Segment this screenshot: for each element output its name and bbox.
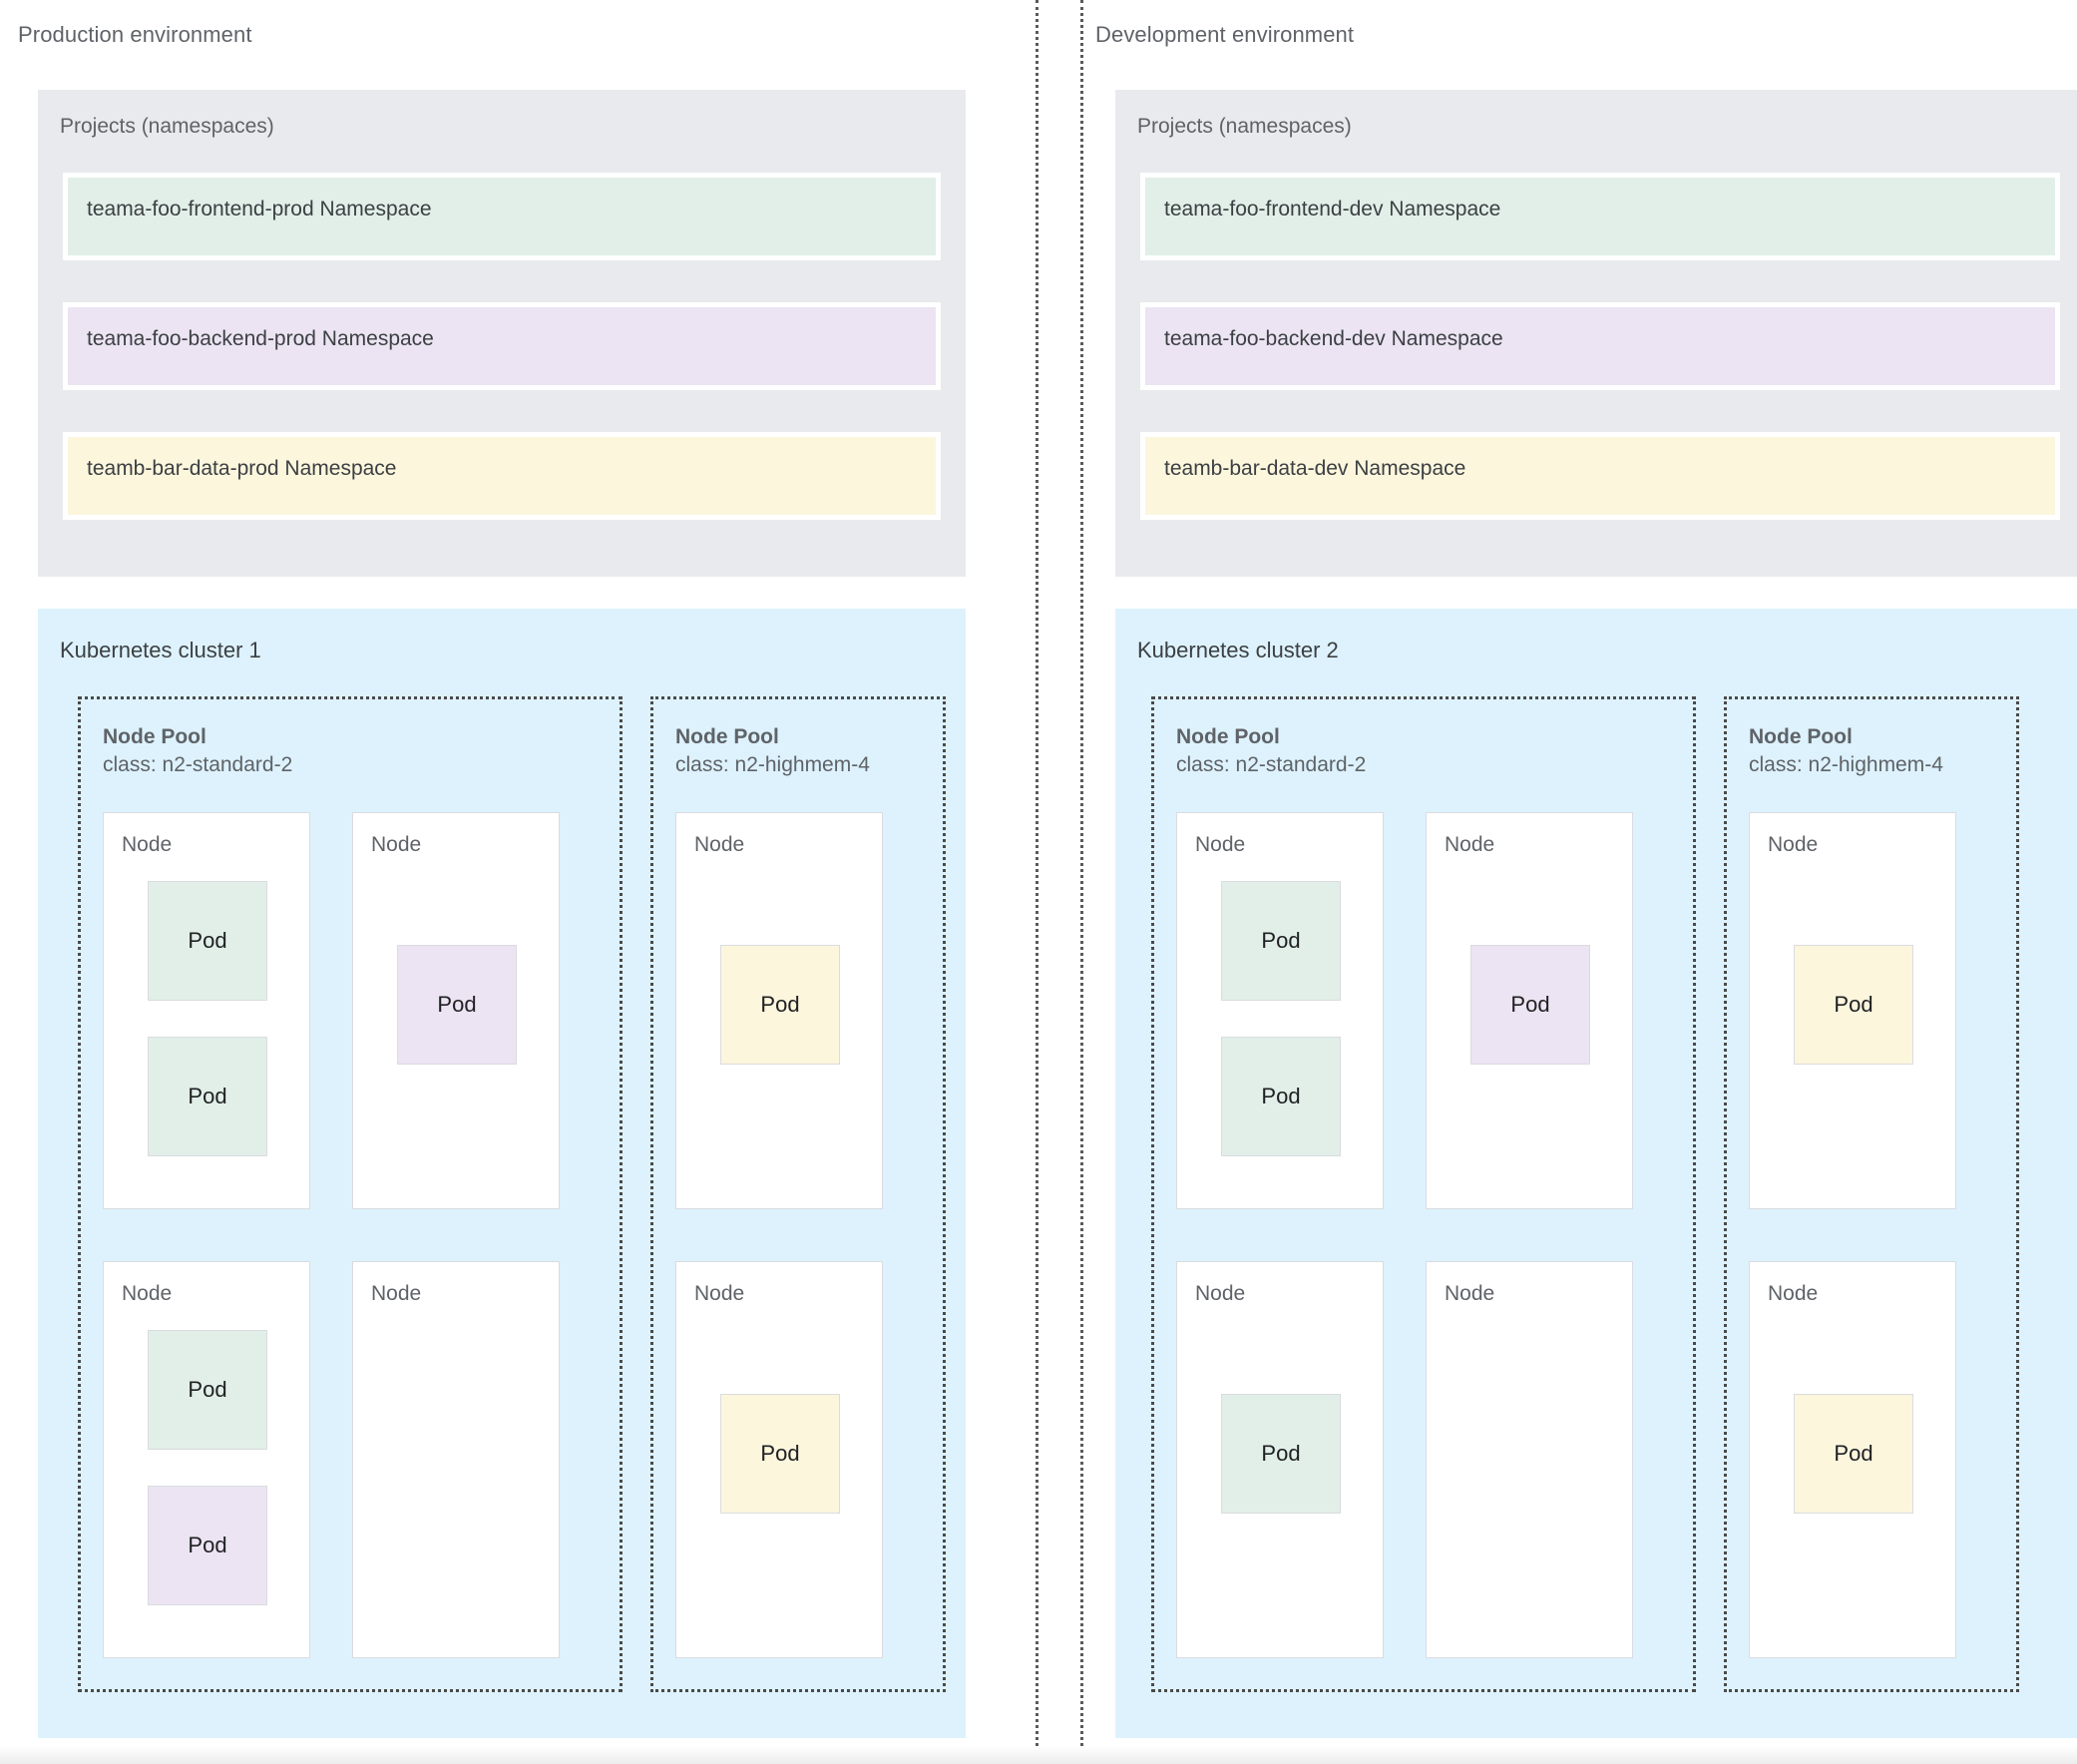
node-label: Node	[694, 1282, 745, 1305]
pod-label: Pod	[1261, 1441, 1301, 1466]
pod[interactable]: Pod	[720, 1394, 840, 1514]
pod-label: Pod	[188, 1533, 227, 1557]
node-pool: Node Pool class: n2-highmem-4 Node Pod N…	[650, 696, 946, 1692]
node-pool-class: class: n2-standard-2	[1176, 752, 1367, 776]
node-pool: Node Pool class: n2-standard-2 Node Pod …	[78, 696, 623, 1692]
pod[interactable]: Pod	[148, 1037, 267, 1156]
pod[interactable]: Pod	[1794, 945, 1913, 1065]
pod[interactable]: Pod	[720, 945, 840, 1065]
node-grid: Node Pod Pod Node Pod Node Pod Pod Nod	[103, 812, 598, 1667]
node[interactable]: Node Pod Pod	[103, 1261, 310, 1658]
node-label: Node	[122, 833, 173, 856]
node-pool-class: class: n2-highmem-4	[1749, 752, 1943, 776]
pod[interactable]: Pod	[397, 945, 517, 1065]
cluster-title: Kubernetes cluster 1	[60, 638, 261, 662]
pod-label: Pod	[1834, 992, 1873, 1017]
node[interactable]: Node	[1426, 1261, 1633, 1658]
node[interactable]: Node	[352, 1261, 560, 1658]
node[interactable]: Node Pod Pod	[103, 812, 310, 1209]
namespace-box[interactable]: teamb-bar-data-prod Namespace	[63, 432, 941, 520]
node-pool-class: class: n2-highmem-4	[675, 752, 870, 776]
node[interactable]: Node Pod Pod	[1176, 812, 1384, 1209]
node[interactable]: Node Pod	[1176, 1261, 1384, 1658]
node-label: Node	[371, 1282, 422, 1305]
namespace-list: teama-foo-frontend-prod Namespace teama-…	[63, 173, 941, 557]
node-pool-name: Node Pool	[1176, 725, 1280, 748]
pod[interactable]: Pod	[148, 1486, 267, 1605]
pod-label: Pod	[1510, 992, 1550, 1017]
namespace-label: teama-foo-backend-dev Namespace	[1164, 327, 1503, 350]
environment-divider-left	[1036, 0, 1038, 1764]
namespace-list: teama-foo-frontend-dev Namespace teama-f…	[1140, 173, 2060, 557]
namespace-box[interactable]: teamb-bar-data-dev Namespace	[1140, 432, 2060, 520]
pod-label: Pod	[188, 1084, 227, 1108]
environment-production: Production environment Projects (namespa…	[0, 0, 1006, 1764]
pod[interactable]: Pod	[1794, 1394, 1913, 1514]
pod-label: Pod	[188, 928, 227, 953]
namespace-label: teama-foo-backend-prod Namespace	[87, 327, 434, 350]
environment-divider-right	[1080, 0, 1083, 1764]
pod-label: Pod	[1261, 928, 1301, 953]
projects-panel-title: Projects (namespaces)	[1137, 115, 1352, 138]
node[interactable]: Node Pod	[1426, 812, 1633, 1209]
node-label: Node	[1445, 833, 1495, 856]
projects-panel-title: Projects (namespaces)	[60, 115, 274, 138]
node-label: Node	[371, 833, 422, 856]
node-pool-name: Node Pool	[103, 725, 207, 748]
node-label: Node	[1768, 1282, 1819, 1305]
node-pool: Node Pool class: n2-standard-2 Node Pod …	[1151, 696, 1696, 1692]
page-bottom-edge	[0, 1746, 2077, 1764]
node[interactable]: Node Pod	[675, 812, 883, 1209]
pod[interactable]: Pod	[1221, 1394, 1341, 1514]
namespace-box[interactable]: teama-foo-backend-prod Namespace	[63, 302, 941, 390]
node-pool-header: Node Pool class: n2-standard-2	[1176, 723, 1366, 778]
pod-label: Pod	[1834, 1441, 1873, 1466]
node[interactable]: Node Pod	[1749, 812, 1956, 1209]
pod[interactable]: Pod	[148, 881, 267, 1001]
pod-label: Pod	[760, 1441, 800, 1466]
pod[interactable]: Pod	[1221, 1037, 1341, 1156]
node-grid: Node Pod Node Pod	[675, 812, 921, 1667]
node-label: Node	[122, 1282, 173, 1305]
node-pool-header: Node Pool class: n2-highmem-4	[675, 723, 870, 778]
pod[interactable]: Pod	[148, 1330, 267, 1450]
node-pool: Node Pool class: n2-highmem-4 Node Pod N…	[1724, 696, 2019, 1692]
pod-label: Pod	[437, 992, 477, 1017]
node-pool-header: Node Pool class: n2-standard-2	[103, 723, 292, 778]
cluster-title: Kubernetes cluster 2	[1137, 638, 1339, 662]
pod-label: Pod	[188, 1377, 227, 1402]
pod[interactable]: Pod	[1221, 881, 1341, 1001]
projects-panel: Projects (namespaces) teama-foo-frontend…	[38, 90, 966, 577]
projects-panel: Projects (namespaces) teama-foo-frontend…	[1115, 90, 2077, 577]
node-pool-name: Node Pool	[675, 725, 779, 748]
pod-label: Pod	[1261, 1084, 1301, 1108]
node-label: Node	[1195, 833, 1246, 856]
namespace-box[interactable]: teama-foo-backend-dev Namespace	[1140, 302, 2060, 390]
node-grid: Node Pod Node Pod	[1749, 812, 1994, 1667]
namespace-box[interactable]: teama-foo-frontend-prod Namespace	[63, 173, 941, 260]
node-pool-name: Node Pool	[1749, 725, 1853, 748]
namespace-label: teamb-bar-data-prod Namespace	[87, 457, 397, 480]
namespace-label: teamb-bar-data-dev Namespace	[1164, 457, 1466, 480]
namespace-box[interactable]: teama-foo-frontend-dev Namespace	[1140, 173, 2060, 260]
pod[interactable]: Pod	[1470, 945, 1590, 1065]
kubernetes-cluster-panel: Kubernetes cluster 1 Node Pool class: n2…	[38, 609, 966, 1738]
node-pool-header: Node Pool class: n2-highmem-4	[1749, 723, 1943, 778]
node[interactable]: Node Pod	[1749, 1261, 1956, 1658]
node-label: Node	[1445, 1282, 1495, 1305]
environment-title: Production environment	[18, 22, 252, 47]
node-label: Node	[1768, 833, 1819, 856]
node-label: Node	[1195, 1282, 1246, 1305]
environment-development: Development environment Projects (namesp…	[1082, 0, 2077, 1764]
node-pool-class: class: n2-standard-2	[103, 752, 293, 776]
node[interactable]: Node Pod	[675, 1261, 883, 1658]
kubernetes-cluster-panel: Kubernetes cluster 2 Node Pool class: n2…	[1115, 609, 2077, 1738]
node[interactable]: Node Pod	[352, 812, 560, 1209]
environment-title: Development environment	[1095, 22, 1355, 47]
pod-label: Pod	[760, 992, 800, 1017]
node-label: Node	[694, 833, 745, 856]
namespace-label: teama-foo-frontend-prod Namespace	[87, 198, 432, 220]
namespace-label: teama-foo-frontend-dev Namespace	[1164, 198, 1501, 220]
node-grid: Node Pod Pod Node Pod Node Pod Node	[1176, 812, 1671, 1667]
